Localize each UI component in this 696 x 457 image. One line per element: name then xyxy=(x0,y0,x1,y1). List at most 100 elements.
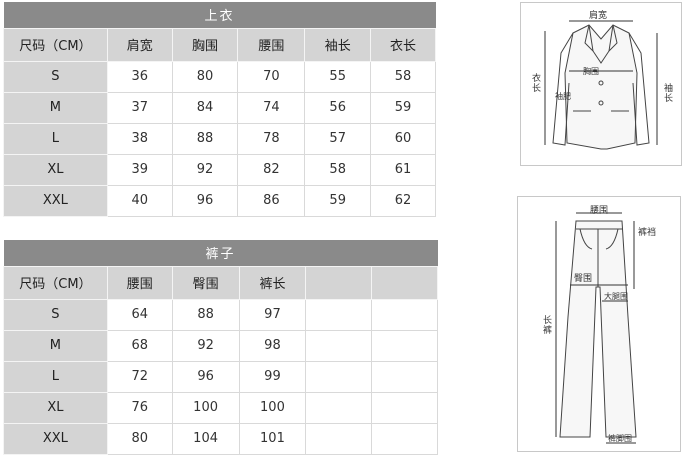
cell: 76 xyxy=(106,391,173,424)
cell xyxy=(371,360,438,393)
table-row: S 36 80 70 55 58 xyxy=(3,60,436,93)
pants-table-title: 裤子 xyxy=(3,240,438,266)
cell: 61 xyxy=(370,153,436,186)
sleeve-width-label: 袖肥 xyxy=(555,92,571,101)
cell: 92 xyxy=(171,153,239,186)
cell xyxy=(305,298,373,331)
table-row: L 38 88 78 57 60 xyxy=(3,122,436,155)
cell xyxy=(371,298,438,331)
col-header-length: 裤长 xyxy=(238,265,307,300)
pants-illustration xyxy=(555,212,637,444)
cell xyxy=(371,391,438,424)
shoulder-label: 肩宽 xyxy=(589,11,608,21)
col-header-hip: 臀围 xyxy=(171,265,240,300)
cell xyxy=(371,329,438,362)
cell: 37 xyxy=(106,91,173,124)
cell: 60 xyxy=(370,122,436,155)
size-label: M xyxy=(3,329,108,362)
col-header-empty xyxy=(371,265,438,300)
col-header-size: 尺码（CM） xyxy=(3,265,108,300)
cell: 55 xyxy=(304,60,372,93)
cell: 62 xyxy=(370,184,436,217)
cell: 59 xyxy=(370,91,436,124)
table-row: XL 39 92 82 58 61 xyxy=(3,153,436,186)
length-label: 长裤 xyxy=(541,315,551,335)
cell: 80 xyxy=(171,60,239,93)
cell: 78 xyxy=(237,122,306,155)
top-size-table: 上衣 尺码（CM） 肩宽 胸围 腰围 袖长 衣长 S 36 80 70 55 5… xyxy=(3,2,436,217)
cell: 99 xyxy=(238,360,307,393)
cell: 68 xyxy=(106,329,173,362)
table-row: M 37 84 74 56 59 xyxy=(3,91,436,124)
cell xyxy=(305,391,373,424)
cell: 64 xyxy=(106,298,173,331)
jacket-illustration xyxy=(544,20,658,150)
col-header-length: 衣长 xyxy=(370,27,436,62)
col-header-waist: 腰围 xyxy=(237,27,306,62)
cell: 58 xyxy=(370,60,436,93)
table-row: M 68 92 98 xyxy=(3,329,438,362)
rise-label: 裤裆 xyxy=(638,228,657,238)
cell: 88 xyxy=(171,122,239,155)
cell: 98 xyxy=(238,329,307,362)
size-label: S xyxy=(3,298,108,331)
cell: 58 xyxy=(304,153,372,186)
cell: 86 xyxy=(237,184,306,217)
cell xyxy=(371,422,438,455)
cell: 80 xyxy=(106,422,173,455)
thigh-label: 大腿围 xyxy=(604,292,628,301)
size-label: M xyxy=(3,91,108,124)
col-header-shoulder: 肩宽 xyxy=(106,27,173,62)
cell: 100 xyxy=(171,391,240,424)
cell: 57 xyxy=(304,122,372,155)
cell: 38 xyxy=(106,122,173,155)
jacket-measurement-diagram: 肩宽 胸围 袖肥 衣长 袖长 xyxy=(520,2,682,166)
cell: 96 xyxy=(171,184,239,217)
chest-label: 胸围 xyxy=(583,67,599,76)
top-table-title: 上衣 xyxy=(3,2,436,28)
cell: 36 xyxy=(106,60,173,93)
cell: 101 xyxy=(238,422,307,455)
sleeve-label: 袖长 xyxy=(662,83,672,103)
cell xyxy=(305,360,373,393)
cell: 82 xyxy=(237,153,306,186)
col-header-empty xyxy=(305,265,373,300)
length-label: 衣长 xyxy=(530,73,540,93)
cell: 74 xyxy=(237,91,306,124)
pants-size-table: 裤子 尺码（CM） 腰围 臀围 裤长 S 64 88 97 M 68 92 98… xyxy=(3,240,438,455)
hem-label: 裤脚围 xyxy=(608,434,632,443)
cell: 70 xyxy=(237,60,306,93)
cell: 96 xyxy=(171,360,240,393)
cell xyxy=(305,329,373,362)
cell: 92 xyxy=(171,329,240,362)
pants-measurement-diagram: 腰围 裤裆 臀围 大腿围 长裤 裤脚围 xyxy=(517,196,681,452)
cell: 84 xyxy=(171,91,239,124)
table-row: XL 76 100 100 xyxy=(3,391,438,424)
table-row: XXL 80 104 101 xyxy=(3,422,438,455)
size-label: XL xyxy=(3,391,108,424)
cell: 100 xyxy=(238,391,307,424)
size-label: L xyxy=(3,360,108,393)
col-header-chest: 胸围 xyxy=(171,27,239,62)
size-label: L xyxy=(3,122,108,155)
col-header-waist: 腰围 xyxy=(106,265,173,300)
table-row: L 72 96 99 xyxy=(3,360,438,393)
cell: 56 xyxy=(304,91,372,124)
hip-label: 臀围 xyxy=(574,274,593,284)
size-label: XL xyxy=(3,153,108,186)
col-header-size: 尺码（CM） xyxy=(3,27,108,62)
table-row: S 64 88 97 xyxy=(3,298,438,331)
cell: 88 xyxy=(171,298,240,331)
cell: 104 xyxy=(171,422,240,455)
size-label: XXL xyxy=(3,184,108,217)
cell: 39 xyxy=(106,153,173,186)
cell: 40 xyxy=(106,184,173,217)
cell: 59 xyxy=(304,184,372,217)
size-label: S xyxy=(3,60,108,93)
cell xyxy=(305,422,373,455)
cell: 72 xyxy=(106,360,173,393)
table-row: XXL 40 96 86 59 62 xyxy=(3,184,436,217)
size-label: XXL xyxy=(3,422,108,455)
col-header-sleeve: 袖长 xyxy=(304,27,372,62)
cell: 97 xyxy=(238,298,307,331)
